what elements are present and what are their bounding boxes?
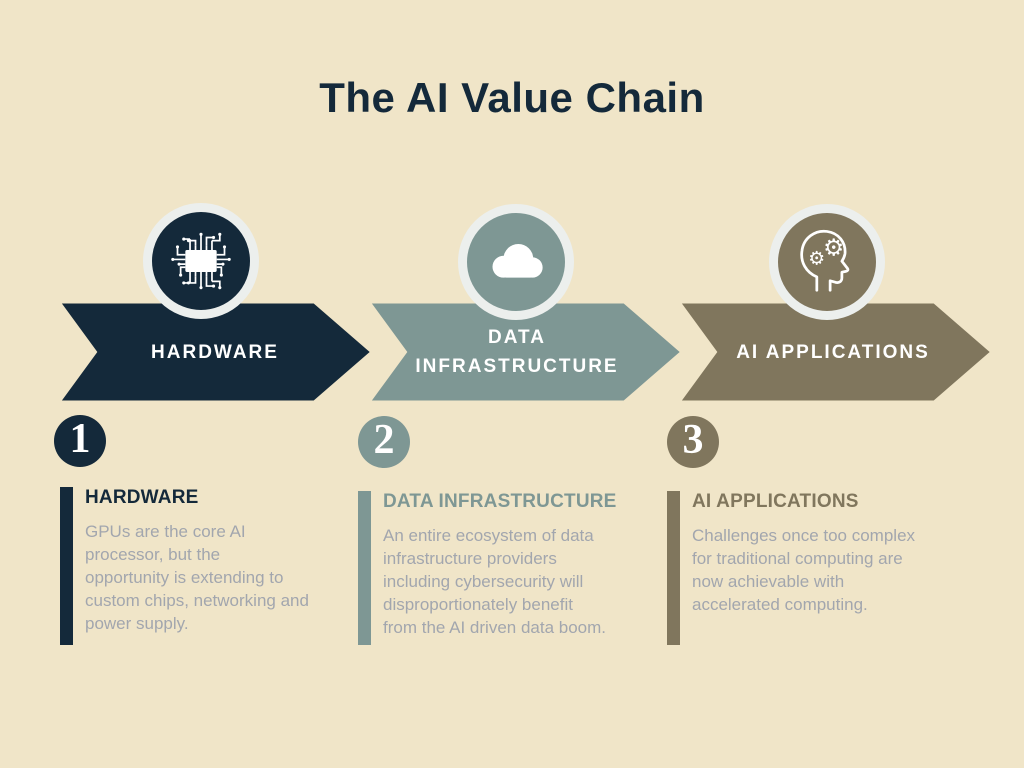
column-heading: HARDWARE — [85, 487, 199, 508]
arrow-hardware — [50, 300, 381, 404]
arrow-ai-applications — [670, 300, 1001, 404]
hardware-description-column: HARDWARE GPUs are the core AI processor,… — [60, 487, 350, 645]
value-chain-arrows — [50, 300, 1001, 404]
column-body: An entire ecosystem of data infrastructu… — [383, 526, 607, 637]
accent-bar — [358, 491, 371, 645]
svg-text:⚙: ⚙ — [823, 234, 844, 262]
page-title: The AI Value Chain — [319, 74, 705, 121]
ai-applications-icon-circle: ⚙ ⚙ — [769, 204, 885, 320]
arrow-data-infrastructure — [360, 300, 691, 404]
arrow-label-data-infrastructure: DATA INFRASTRUCTURE — [415, 327, 619, 377]
column-body: GPUs are the core AI processor, but the … — [85, 522, 309, 633]
head-gears-icon: ⚙ ⚙ — [800, 229, 850, 292]
accent-bar — [667, 491, 680, 645]
step-number-badge: 3 — [667, 416, 719, 468]
cloud-icon — [492, 243, 543, 278]
ai-applications-description-column: AI APPLICATIONS Challenges once too comp… — [667, 491, 967, 645]
step-number-badge: 1 — [54, 415, 106, 467]
hardware-icon-circle — [143, 203, 259, 319]
data-infrastructure-description-column: DATA INFRASTRUCTURE An entire ecosystem … — [358, 491, 658, 645]
arrow-label-ai-applications: AI APPLICATIONS — [736, 341, 930, 363]
svg-text:⚙: ⚙ — [808, 248, 825, 269]
arrow-label-hardware: HARDWARE — [151, 341, 279, 363]
circuit-chip-icon — [171, 232, 231, 290]
data-infrastructure-icon-circle — [458, 204, 574, 320]
column-heading: AI APPLICATIONS — [692, 491, 859, 512]
accent-bar — [60, 487, 73, 645]
step-number-badge: 2 — [358, 416, 410, 468]
column-heading: DATA INFRASTRUCTURE — [383, 491, 617, 512]
column-body: Challenges once too complex for traditio… — [692, 526, 916, 614]
